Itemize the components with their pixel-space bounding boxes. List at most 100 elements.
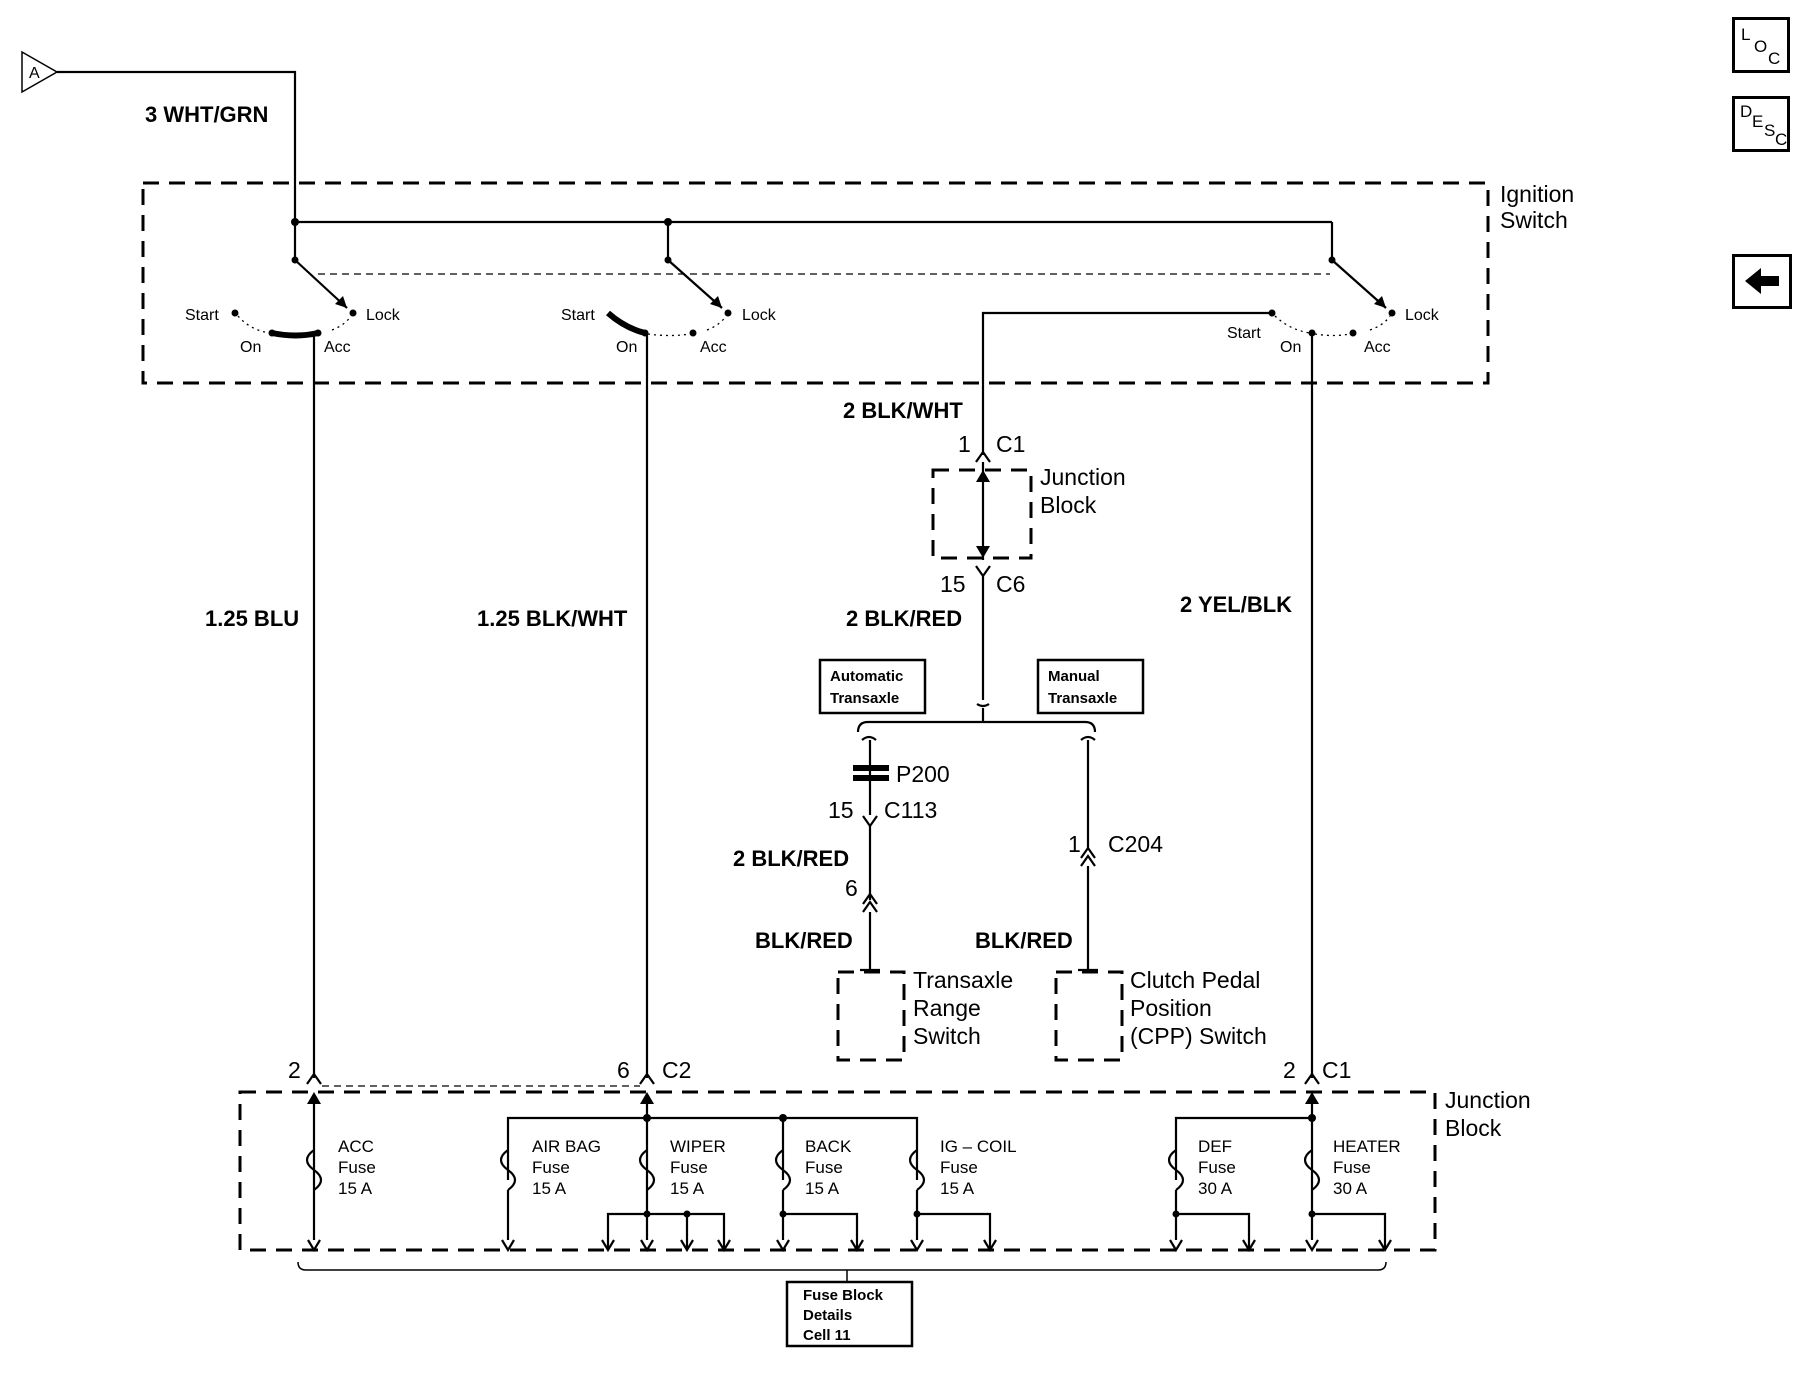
svg-text:Fuse: Fuse	[940, 1158, 978, 1177]
svg-text:On: On	[1280, 339, 1301, 356]
svg-text:Acc: Acc	[700, 339, 727, 356]
fuse-def: DEF Fuse 30 A	[1198, 1137, 1236, 1198]
fuse-symbols	[305, 1149, 1321, 1191]
svg-text:Acc: Acc	[1364, 339, 1391, 356]
svg-text:C1: C1	[1322, 1057, 1351, 1083]
wire-label-trs-lower: BLK/RED	[755, 928, 853, 953]
fuse-heater: HEATER Fuse 30 A	[1333, 1137, 1401, 1198]
svg-text:Transaxle: Transaxle	[830, 690, 899, 707]
feed-wire	[57, 70, 297, 222]
wire-label-trs: 2 BLK/RED	[733, 846, 849, 871]
svg-text:Fuse: Fuse	[1333, 1158, 1371, 1177]
svg-text:Details: Details	[803, 1307, 852, 1324]
svg-text:On: On	[616, 339, 637, 356]
fuse-block-details-link[interactable]	[785, 1280, 914, 1348]
wire-start	[981, 311, 1272, 455]
svg-text:Lock: Lock	[742, 307, 777, 324]
svg-text:BACK: BACK	[805, 1137, 852, 1156]
svg-text:Fuse: Fuse	[670, 1158, 708, 1177]
svg-text:Acc: Acc	[324, 339, 351, 356]
svg-text:C6: C6	[996, 571, 1025, 597]
svg-text:Automatic: Automatic	[830, 668, 903, 685]
svg-text:On: On	[240, 339, 261, 356]
svg-text:15 A: 15 A	[940, 1179, 975, 1198]
svg-text:Start: Start	[1227, 325, 1261, 342]
svg-text:1: 1	[1068, 831, 1081, 857]
svg-text:(CPP) Switch: (CPP) Switch	[1130, 1023, 1267, 1049]
back-arrow-icon	[1745, 268, 1779, 294]
svg-text:IG – COIL: IG – COIL	[940, 1137, 1017, 1156]
svg-text:Cell 11: Cell 11	[803, 1327, 851, 1344]
loc-button[interactable]: L O C	[1732, 17, 1790, 73]
svg-text:15: 15	[828, 797, 854, 823]
svg-text:15 A: 15 A	[532, 1179, 567, 1198]
svg-text:Fuse: Fuse	[1198, 1158, 1236, 1177]
loc-letter-l: L	[1741, 25, 1751, 44]
connector-a[interactable]: A	[21, 50, 59, 94]
connector-a-label: A	[29, 65, 40, 82]
wire-label-on: 1.25 BLK/WHT	[477, 606, 628, 631]
junction-block-lower	[238, 1090, 1437, 1252]
wire-label-cpp-lower: BLK/RED	[975, 928, 1073, 953]
svg-text:Clutch Pedal: Clutch Pedal	[1130, 967, 1260, 993]
switch-section-acc: Start Lock On Acc	[185, 259, 401, 356]
svg-text:Junction: Junction	[1445, 1087, 1531, 1113]
svg-text:15: 15	[940, 571, 966, 597]
svg-text:2: 2	[1283, 1057, 1296, 1083]
fuse-output-arrows	[307, 1239, 1392, 1253]
svg-text:C2: C2	[662, 1057, 691, 1083]
svg-text:DEF: DEF	[1198, 1137, 1232, 1156]
svg-text:6: 6	[617, 1057, 630, 1083]
svg-text:Fuse: Fuse	[805, 1158, 843, 1177]
svg-text:Fuse: Fuse	[338, 1158, 376, 1177]
svg-text:Position: Position	[1130, 995, 1212, 1021]
svg-text:Block: Block	[1040, 492, 1097, 518]
svg-text:AIR BAG: AIR BAG	[532, 1137, 601, 1156]
loc-letter-o: O	[1754, 37, 1768, 56]
svg-text:15 A: 15 A	[338, 1179, 373, 1198]
svg-text:6: 6	[845, 875, 858, 901]
svg-text:Start: Start	[185, 307, 219, 324]
switch-section-start: Start Lock On Acc	[1227, 259, 1440, 356]
svg-text:WIPER: WIPER	[670, 1137, 726, 1156]
svg-text:ACC: ACC	[338, 1137, 374, 1156]
wire-label-heater: 2 YEL/BLK	[1180, 592, 1292, 617]
svg-text:Transaxle: Transaxle	[1048, 690, 1117, 707]
desc-letter-e: E	[1752, 112, 1764, 131]
automatic-transaxle-box	[818, 658, 927, 715]
svg-text:Transaxle: Transaxle	[913, 967, 1013, 993]
fuse-acc: ACC Fuse 15 A	[338, 1137, 376, 1198]
svg-text:2: 2	[288, 1057, 301, 1083]
svg-text:C1: C1	[996, 431, 1025, 457]
cpp-switch	[1054, 970, 1124, 1062]
svg-text:Manual: Manual	[1048, 668, 1100, 685]
svg-text:Fuse: Fuse	[532, 1158, 570, 1177]
svg-text:1: 1	[958, 431, 971, 457]
back-button[interactable]	[1732, 254, 1792, 309]
transaxle-range-switch	[836, 970, 906, 1062]
svg-text:Junction: Junction	[1040, 464, 1126, 490]
wire-label-start-upper: 2 BLK/WHT	[843, 398, 963, 423]
svg-text:30 A: 30 A	[1333, 1179, 1368, 1198]
svg-text:Range: Range	[913, 995, 981, 1021]
wire-label-acc: 1.25 BLU	[205, 606, 299, 631]
fuse-wiper: WIPER Fuse 15 A	[670, 1137, 726, 1198]
ignition-switch-label-2: Switch	[1500, 207, 1568, 233]
fuse-back: BACK Fuse 15 A	[805, 1137, 852, 1198]
desc-letter-c: C	[1775, 130, 1788, 149]
ignition-switch-box	[141, 181, 1490, 385]
svg-text:C204: C204	[1108, 831, 1163, 857]
svg-text:15 A: 15 A	[805, 1179, 840, 1198]
svg-text:C113: C113	[884, 797, 937, 823]
switch-section-on: Start Lock On Acc	[561, 259, 777, 356]
desc-letter-s: S	[1764, 121, 1776, 140]
desc-letter-d: D	[1740, 102, 1753, 121]
svg-text:Fuse Block: Fuse Block	[803, 1287, 884, 1304]
svg-text:Lock: Lock	[1405, 307, 1440, 324]
svg-text:Switch: Switch	[913, 1023, 981, 1049]
ignition-switch-label-1: Ignition	[1500, 181, 1574, 207]
svg-text:HEATER: HEATER	[1333, 1137, 1401, 1156]
desc-button[interactable]: D E S C	[1732, 96, 1790, 152]
svg-text:30 A: 30 A	[1198, 1179, 1233, 1198]
